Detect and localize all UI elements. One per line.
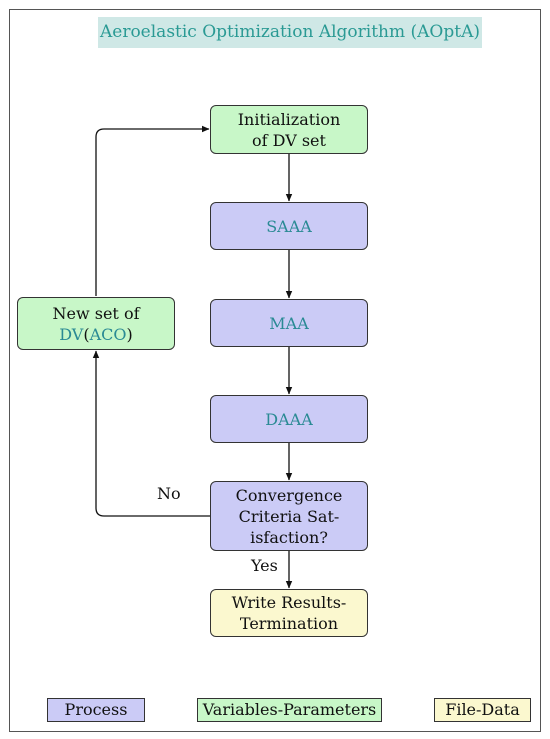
node-new-dv-set-line2: DV(ACO): [53, 324, 140, 345]
node-daaa-label: DAAA: [265, 409, 313, 429]
legend-variables-parameters: Variables-Parameters: [197, 698, 382, 722]
node-write-results-line1: Write Results-: [231, 593, 347, 612]
node-initialization-line1: Initialization: [237, 109, 341, 129]
diagram-title: Aeroelastic Optimization Algorithm (AOpt…: [98, 17, 482, 48]
node-new-dv-set-line1: New set of: [52, 303, 140, 323]
node-saaa-label: SAAA: [266, 216, 312, 236]
node-convergence-line2: Criteria Sat-: [238, 506, 340, 526]
figure-frame: [9, 9, 541, 732]
node-convergence: Convergence Criteria Sat- isfaction?: [210, 481, 368, 551]
node-maa-label: MAA: [269, 313, 309, 333]
node-initialization: Initialization of DV set: [210, 105, 368, 154]
close-paren: ): [126, 324, 133, 344]
aco-term: ACO: [89, 324, 127, 344]
node-maa: MAA: [210, 299, 368, 347]
node-convergence-line3: isfaction?: [250, 527, 328, 547]
edge-label-no: No: [157, 484, 181, 503]
legend-file-data: File-Data: [434, 698, 531, 722]
legend-process: Process: [47, 698, 145, 722]
node-convergence-line1: Convergence: [235, 485, 343, 505]
edge-label-yes: Yes: [251, 556, 278, 575]
node-new-dv-set: New set of DV(ACO): [17, 297, 175, 350]
node-initialization-line2: of DV set: [252, 130, 326, 150]
open-paren: (: [83, 324, 90, 344]
node-daaa: DAAA: [210, 395, 368, 443]
dv-term: DV: [59, 324, 84, 344]
node-write-results: Write Results- Termination: [210, 589, 368, 637]
node-write-results-line2: Termination: [239, 614, 339, 633]
node-saaa: SAAA: [210, 202, 368, 250]
